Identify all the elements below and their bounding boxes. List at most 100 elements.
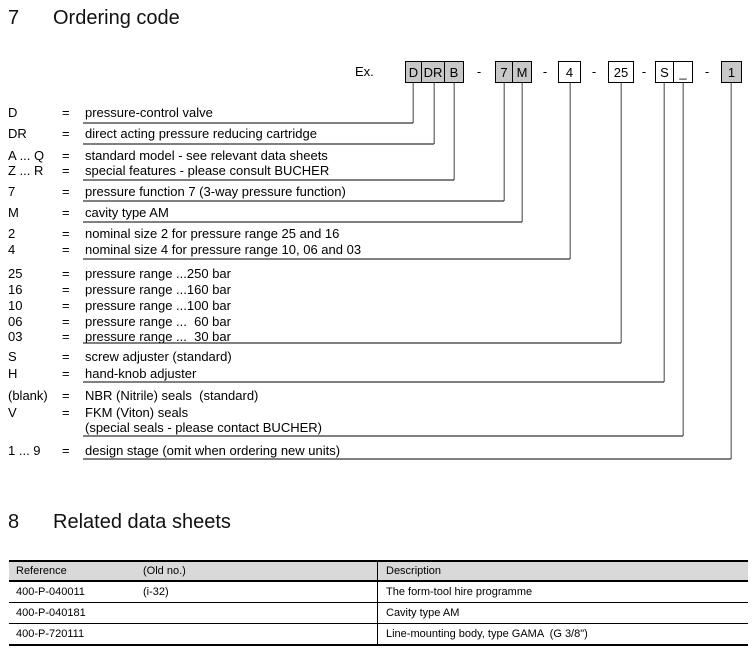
legend-row-25: 25=pressure range ...250 bar <box>0 267 755 282</box>
legend-text: nominal size 4 for pressure range 10, 06… <box>85 242 362 257</box>
cell-description: Cavity type AM <box>377 603 459 623</box>
legend-equals: = <box>62 126 70 141</box>
code-box-1: 1 <box>721 61 742 83</box>
section-title: Related data sheets <box>53 511 231 533</box>
legend-term: S <box>8 349 17 364</box>
code-box-S: S <box>655 61 674 83</box>
legend-term: 7 <box>8 184 16 199</box>
legend-row-DR: DR = direct acting pressure reducing cartr… <box>0 127 755 142</box>
legend-term: V <box>8 405 17 420</box>
legend-text: cavity type AM <box>85 205 169 220</box>
cell-reference: 400-P-040011 <box>16 586 85 598</box>
legend-equals: = <box>62 388 70 403</box>
legend-row-16: 16=pressure range ...160 bar <box>0 283 755 298</box>
table-header-row: Reference (Old no.) Description <box>9 562 748 582</box>
legend-row-ZR: Z ... R=special features - please consul… <box>0 164 755 179</box>
legend-term: 03 <box>8 329 23 344</box>
code-separator: - <box>704 64 710 79</box>
legend-row-M: M = cavity type AM <box>0 206 755 221</box>
legend-row-D: D=pressure-control valve <box>0 106 755 121</box>
cell-old-no: (i-32) <box>143 586 169 598</box>
code-separator: - <box>476 64 482 79</box>
legend-equals: = <box>62 298 70 313</box>
related-data-sheets-table: Reference (Old no.) Description 400-P-04… <box>9 560 748 646</box>
legend-row-10: 10 = pressure range ...100 bar <box>0 299 755 314</box>
legend-term: 16 <box>8 282 23 297</box>
code-box-M: M <box>513 61 532 83</box>
legend-equals: = <box>62 242 70 257</box>
code-box-blank: _ <box>674 61 693 83</box>
legend-equals: = <box>62 205 70 220</box>
legend-text: nominal size 2 for pressure range 25 and… <box>85 226 340 241</box>
legend-term: 25 <box>8 266 23 281</box>
legend-equals: = <box>62 148 70 163</box>
code-box-D: D <box>405 61 422 83</box>
legend-text: standard model - see relevant data sheet… <box>85 148 328 163</box>
legend-equals: = <box>62 443 70 458</box>
legend-term: 4 <box>8 242 16 257</box>
legend-text: special features - please consult BUCHER <box>85 163 330 178</box>
table-header-reference: Reference <box>16 565 67 577</box>
legend-underlines <box>83 122 731 460</box>
code-box-DR: DR <box>422 61 445 83</box>
code-box-4: 4 <box>558 61 581 83</box>
legend-text: hand-knob adjuster <box>85 366 197 381</box>
legend-term: DR <box>8 126 27 141</box>
cell-reference: 400-P-040181 <box>16 607 86 619</box>
legend-equals: = <box>62 266 70 281</box>
section-8-heading: 8 Related data sheets <box>8 510 231 534</box>
legend-row-06: 06 = pressure range ... 60 bar <box>0 315 755 330</box>
legend-text: FKM (Viton) seals <box>85 405 189 420</box>
legend-term: 2 <box>8 226 16 241</box>
cell-reference: 400-P-720111 <box>16 628 85 640</box>
legend-term: Z ... R <box>8 163 44 178</box>
legend-term: 10 <box>8 298 23 313</box>
section-7-heading: 7 Ordering code <box>8 6 180 30</box>
legend-equals: = <box>62 184 70 199</box>
cell-description: Line-mounting body, type GAMA (G 3/8") <box>377 624 588 644</box>
legend-text: (special seals - please contact BUCHER) <box>85 420 322 435</box>
legend-term: A ... Q <box>8 148 45 163</box>
legend-row-7: 7=pressure function 7 (3-way pressure fu… <box>0 185 755 200</box>
table-header-description: Description <box>377 562 441 580</box>
table-header-old-no: (Old no.) <box>143 565 186 577</box>
legend-text: direct acting pressure reducing cartridg… <box>85 126 317 141</box>
legend-row-4: 4 = nominal size 4 for pressure range 10, … <box>0 243 755 258</box>
table-row: 400-P-040181 Cavity type AM <box>9 603 748 624</box>
connector-vertical-lines <box>412 83 732 459</box>
legend-row-S: S=screw adjuster (standard) <box>0 350 755 365</box>
legend-row-H: H = hand-knob adjuster <box>0 367 755 382</box>
section-title: Ordering code <box>53 7 180 29</box>
legend-equals: = <box>62 405 70 420</box>
example-label: Ex. <box>355 64 374 79</box>
legend-row-2: 2=nominal size 2 for pressure range 25 a… <box>0 227 755 242</box>
code-box-25: 25 <box>608 61 634 83</box>
legend-term: (blank) <box>8 388 48 403</box>
legend-row-AQ: A ... Q = standard model - see relevant da… <box>0 149 755 164</box>
legend-row-1-9: 1 ... 9=design stage (omit when ordering… <box>0 444 755 459</box>
legend-term: 1 ... 9 <box>8 443 41 458</box>
legend-text: screw adjuster (standard) <box>85 349 232 364</box>
legend-row-V-continued: (special seals - please contact BUCHER) <box>0 421 755 436</box>
section-number: 8 <box>8 511 20 533</box>
legend-text: NBR (Nitrile) seals (standard) <box>85 388 259 403</box>
legend-term: 06 <box>8 314 23 329</box>
legend-term: H <box>8 366 18 381</box>
legend-text: pressure-control valve <box>85 105 213 120</box>
legend-equals: = <box>62 329 70 344</box>
legend-text: pressure range ...160 bar <box>85 282 231 297</box>
legend-equals: = <box>62 105 70 120</box>
legend-row-blank: (blank) = NBR (Nitrile) seals (standard) <box>0 389 755 404</box>
legend-row-03: 03=pressure range ... 30 bar <box>0 330 755 345</box>
legend-equals: = <box>62 314 70 329</box>
legend-text: pressure range ... 60 bar <box>85 314 231 329</box>
section-number: 7 <box>8 7 20 29</box>
table-row: 400-P-040011 (i-32) The form-tool hire p… <box>9 582 748 603</box>
legend-equals: = <box>62 366 70 381</box>
legend-text: pressure range ...100 bar <box>85 298 231 313</box>
code-separator: - <box>542 64 548 79</box>
code-box-B: B <box>445 61 464 83</box>
legend-term: M <box>8 205 19 220</box>
